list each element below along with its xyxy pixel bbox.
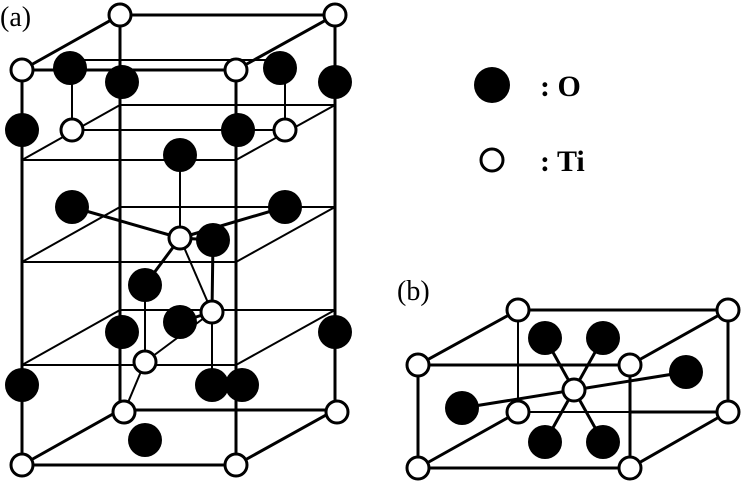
ti-atom xyxy=(322,2,348,28)
ti-atom xyxy=(223,57,249,83)
o-atom xyxy=(318,65,352,99)
ti-atom xyxy=(111,399,137,425)
bond xyxy=(178,205,287,240)
edge xyxy=(19,407,123,468)
o-atom xyxy=(669,355,703,389)
ti-atom xyxy=(715,297,741,323)
panel-b-cell: (b) xyxy=(397,276,741,481)
ti-atom xyxy=(561,377,587,403)
panel-a-label: (a) xyxy=(0,2,31,33)
edge xyxy=(627,307,731,368)
ti-atom xyxy=(167,225,193,251)
o-atom xyxy=(318,315,352,349)
o-atom xyxy=(55,190,89,224)
ti-atom xyxy=(715,399,741,425)
edge xyxy=(415,307,521,368)
o-atom xyxy=(268,190,302,224)
edge xyxy=(179,237,213,313)
edge xyxy=(21,309,121,366)
ti-atom xyxy=(617,455,643,481)
bond xyxy=(70,205,182,240)
edge xyxy=(233,407,338,468)
ti-atom xyxy=(324,399,350,425)
ti-atom xyxy=(9,57,35,83)
o-atom xyxy=(196,223,230,257)
o-atom xyxy=(5,368,39,402)
ti-atom xyxy=(59,117,85,143)
legend-ti-swatch xyxy=(479,147,505,173)
o-atom xyxy=(528,425,562,459)
o-atom xyxy=(586,425,620,459)
ti-atom xyxy=(9,452,35,478)
edge xyxy=(627,409,731,471)
o-atom xyxy=(445,391,479,425)
panel-b-label: (b) xyxy=(397,276,430,307)
o-atom xyxy=(528,321,562,355)
ti-atom xyxy=(405,455,431,481)
edge xyxy=(235,309,336,366)
o-atom xyxy=(225,368,259,402)
o-atom xyxy=(105,65,139,99)
o-atom xyxy=(263,51,297,85)
o-atom xyxy=(163,305,197,339)
o-atom xyxy=(586,321,620,355)
bond xyxy=(460,388,576,410)
o-atom xyxy=(5,113,39,147)
o-atom xyxy=(128,268,162,302)
o-atom xyxy=(221,113,255,147)
legend-ti-label: : Ti xyxy=(540,145,585,178)
ti-atom xyxy=(199,299,225,325)
ti-atom xyxy=(132,349,158,375)
legend-o-swatch xyxy=(474,67,510,103)
o-atom xyxy=(195,368,229,402)
o-atom xyxy=(163,138,197,172)
ti-atom xyxy=(107,2,133,28)
edge xyxy=(415,409,521,471)
panel-a-cell: (a) xyxy=(0,2,352,478)
o-atom xyxy=(105,315,139,349)
ti-atom xyxy=(272,117,298,143)
o-atom xyxy=(53,51,87,85)
ti-atom xyxy=(505,399,531,425)
o-atom xyxy=(128,423,162,457)
ti-atom xyxy=(505,297,531,323)
ti-atom xyxy=(617,352,643,378)
edge xyxy=(235,206,336,263)
legend: : O : Ti xyxy=(474,67,585,178)
edge xyxy=(19,12,123,73)
bond xyxy=(572,370,688,392)
ti-atom xyxy=(405,352,431,378)
ti-atom xyxy=(223,452,249,478)
legend-o-label: : O xyxy=(540,70,581,103)
